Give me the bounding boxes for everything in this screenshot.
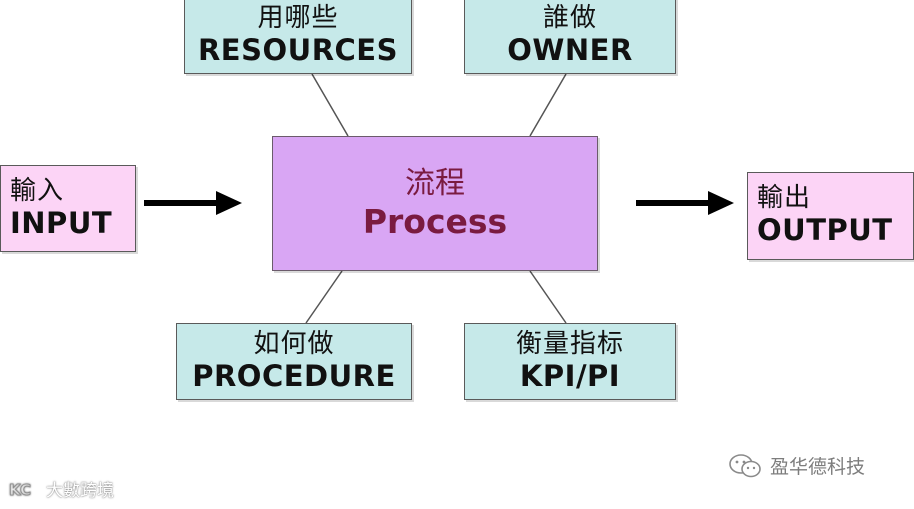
owner-box: 誰做 OWNER	[464, 0, 676, 74]
resources-zh-label: 用哪些	[257, 2, 339, 33]
connector-owner	[529, 73, 567, 137]
input-zh-label: 輸入	[10, 175, 65, 206]
resources-en-label: RESOURCES	[197, 32, 399, 67]
input-box: 輸入 INPUT	[0, 165, 136, 252]
owner-en-label: OWNER	[507, 32, 633, 67]
process-en-label: Process	[362, 201, 508, 241]
process-box: 流程 Process	[272, 136, 598, 271]
connector-resources	[311, 73, 349, 137]
wechat-icon	[729, 453, 761, 477]
process-zh-label: 流程	[405, 165, 465, 201]
owner-zh-label: 誰做	[542, 2, 597, 33]
watermark-left-text: 大數跨境	[46, 481, 114, 501]
resources-box: 用哪些 RESOURCES	[184, 0, 412, 74]
kpi-box: 衡量指标 KPI/PI	[464, 323, 676, 400]
procedure-zh-label: 如何做	[253, 328, 335, 359]
output-arrow	[636, 191, 734, 215]
connector-kpi	[529, 270, 567, 324]
watermark-left: KC 大數跨境	[8, 476, 114, 501]
svg-text:KC: KC	[9, 481, 31, 499]
kpi-zh-label: 衡量指标	[515, 328, 624, 359]
kpi-en-label: KPI/PI	[519, 358, 621, 393]
kc-logo-icon: KC	[9, 479, 40, 499]
watermark-right-text: 盈华德科技	[770, 456, 866, 478]
output-box: 輸出 OUTPUT	[747, 172, 914, 260]
input-arrow	[144, 191, 242, 215]
watermark-right: 盈华德科技	[728, 452, 865, 479]
procedure-box: 如何做 PROCEDURE	[176, 323, 412, 400]
connector-procedure	[305, 270, 343, 324]
output-en-label: OUTPUT	[757, 213, 893, 248]
output-zh-label: 輸出	[757, 183, 812, 214]
procedure-en-label: PROCEDURE	[192, 358, 396, 393]
input-en-label: INPUT	[10, 205, 113, 240]
